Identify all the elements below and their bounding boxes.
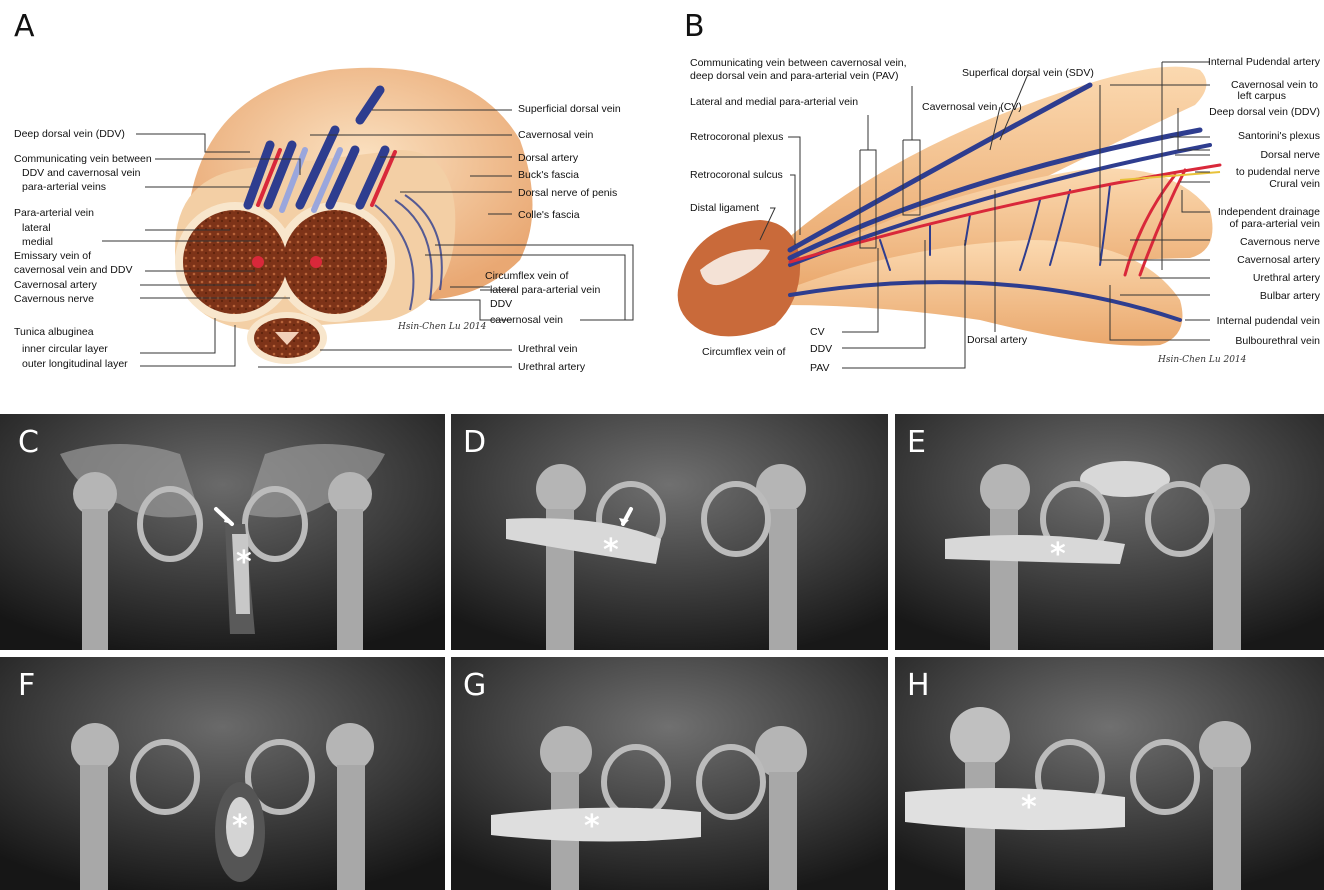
label-b-circumflex-title: Circumflex vein of (702, 346, 785, 358)
label-b-crural-vein: Crural vein (1269, 178, 1320, 190)
label-b-circumflex-ddv: DDV (810, 343, 832, 355)
xray-panel-d: D * (451, 414, 888, 650)
glans (678, 220, 800, 336)
panel-b-lateral-view-illustration (0, 0, 1324, 390)
label-b-ddv: Deep dorsal vein (DDV) (1209, 106, 1320, 118)
label-b-to-pudendal-nerve: to pudendal nerve (1236, 166, 1320, 178)
xray-d-asterisk: * (603, 536, 619, 566)
xray-h-image (895, 657, 1324, 890)
label-b-communicating-2: deep dorsal vein and para-arterial vein … (690, 70, 899, 82)
label-b-cavernosal-artery: Cavernosal artery (1237, 254, 1320, 266)
label-b-lateral-medial-pav: Lateral and medial para-arterial vein (690, 96, 858, 108)
xray-h-asterisk: * (1021, 793, 1037, 823)
xray-g-image (451, 657, 888, 890)
xray-e-image (895, 414, 1324, 650)
xray-panel-c: C * (0, 414, 445, 650)
label-b-independent-1: Independent drainage (1218, 206, 1320, 218)
label-b-sdv: Superfical dorsal vein (SDV) (962, 67, 1094, 79)
xray-h-letter: H (907, 671, 930, 701)
xray-panel-h: H * (895, 657, 1324, 890)
xray-g-letter: G (463, 671, 486, 701)
label-b-communicating-1: Communicating vein between cavernosal ve… (690, 57, 907, 69)
xray-c-asterisk: * (236, 548, 252, 578)
label-b-independent-2: of para-arterial vein (1230, 218, 1320, 230)
label-b-internal-pudendal-artery: Internal Pudendal artery (1208, 56, 1320, 68)
xray-d-image (451, 414, 888, 650)
xray-c-image (0, 414, 445, 650)
label-b-bulbar-artery: Bulbar artery (1260, 290, 1320, 302)
label-b-dorsal-artery: Dorsal artery (967, 334, 1027, 346)
label-b-bulbourethral-vein: Bulbourethral vein (1235, 335, 1320, 347)
label-b-cavernous-nerve: Cavernous nerve (1240, 236, 1320, 248)
xray-e-asterisk: * (1050, 540, 1066, 570)
label-b-cv: Cavernosal vein (CV) (922, 101, 1022, 113)
label-b-circumflex-pav: PAV (810, 362, 829, 374)
xray-c-letter: C (18, 428, 39, 458)
xray-f-image (0, 657, 445, 890)
xray-e-letter: E (907, 428, 926, 458)
xray-panel-e: E * (895, 414, 1324, 650)
label-b-cavernosal-vein-left-2: left carpus (1238, 90, 1286, 102)
xray-g-asterisk: * (584, 812, 600, 842)
xray-panel-f: F * (0, 657, 445, 890)
label-b-santorini: Santorini's plexus (1238, 130, 1320, 142)
label-b-circumflex-cv: CV (810, 326, 825, 338)
label-b-retrocoronal-plexus: Retrocoronal plexus (690, 131, 783, 143)
xray-f-letter: F (18, 671, 35, 701)
panel-b-signature: Hsin-Chen Lu 2014 (1158, 355, 1246, 365)
label-b-dorsal-nerve: Dorsal nerve (1260, 149, 1320, 161)
label-b-urethral-artery: Urethral artery (1253, 272, 1320, 284)
label-b-internal-pudendal-vein: Internal pudendal vein (1217, 315, 1320, 327)
label-b-distal-ligament: Distal ligament (690, 202, 759, 214)
label-b-retrocoronal-sulcus: Retrocoronal sulcus (690, 169, 783, 181)
xray-panel-g: G * (451, 657, 888, 890)
xray-d-letter: D (463, 428, 486, 458)
xray-f-asterisk: * (232, 812, 248, 842)
